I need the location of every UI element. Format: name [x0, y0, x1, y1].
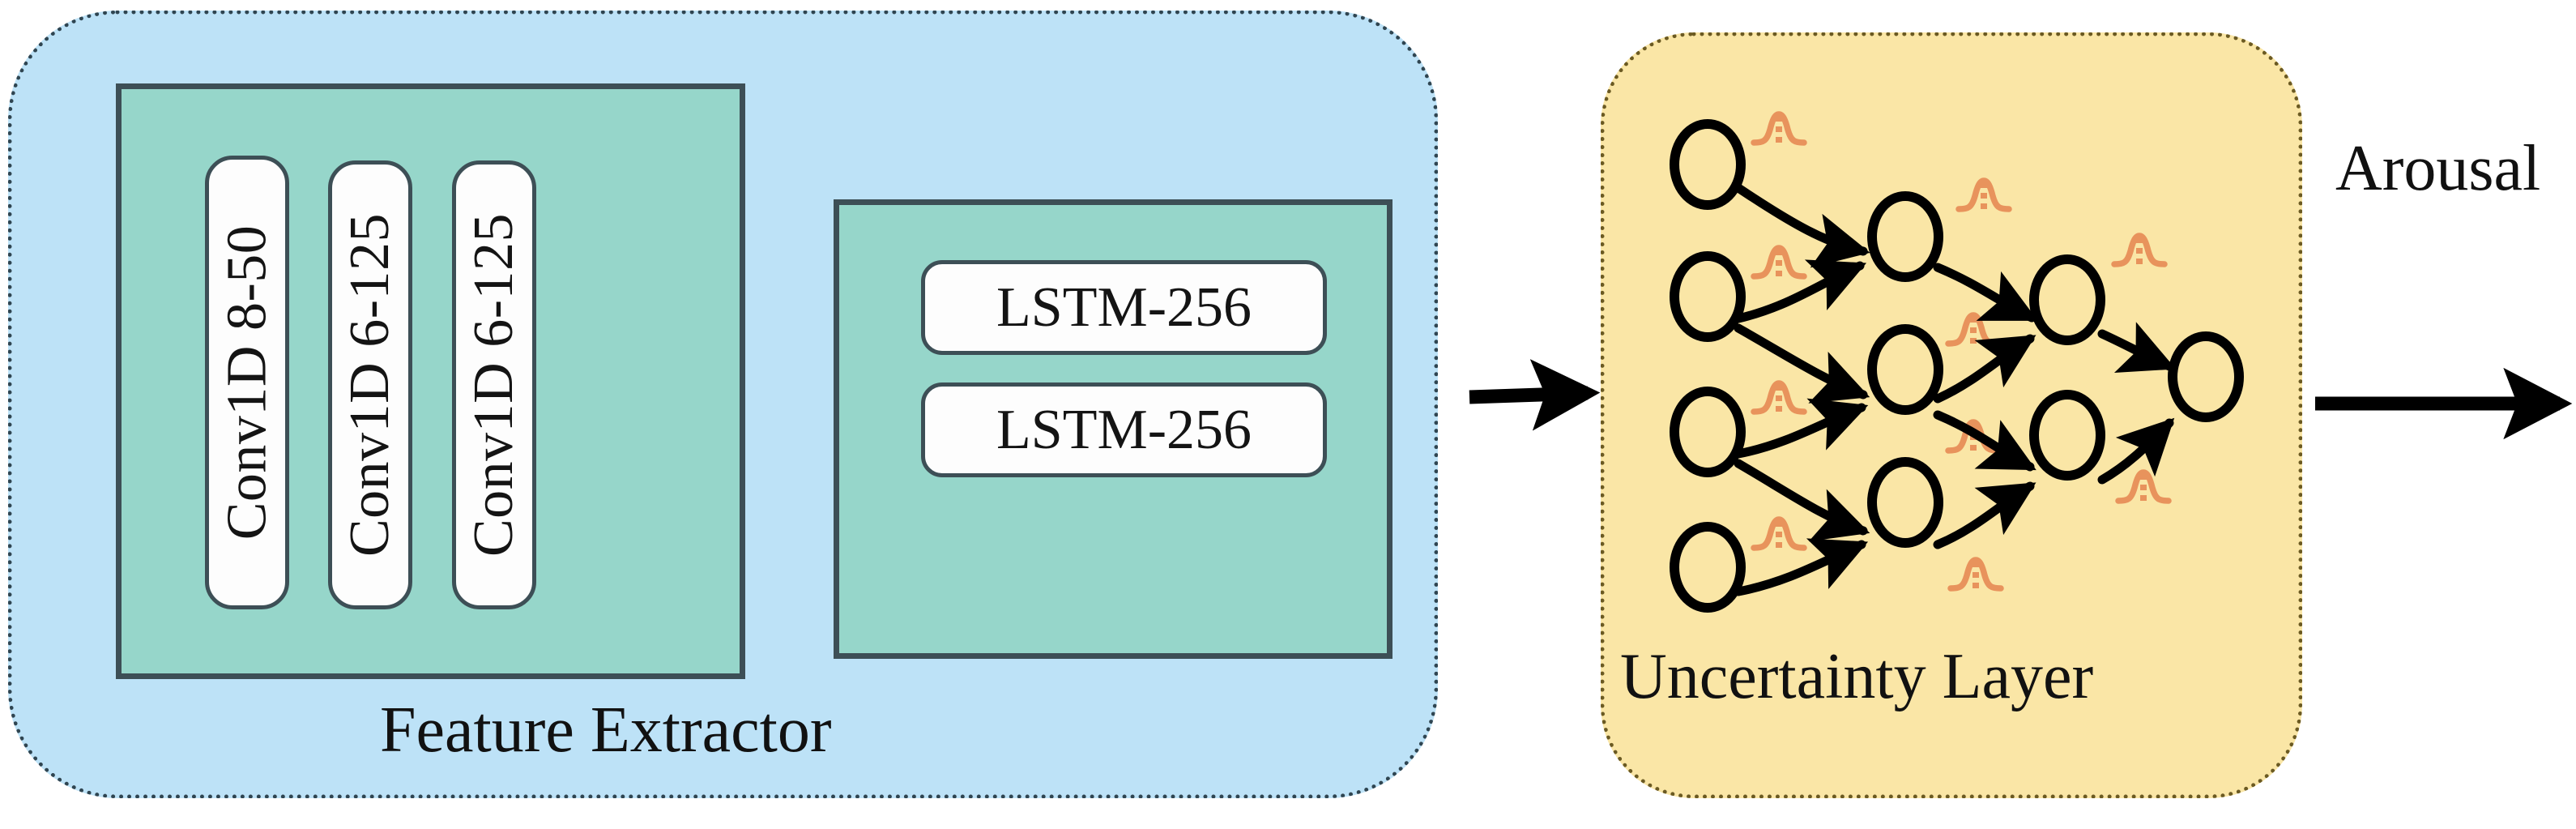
node-input-3 [1670, 387, 1746, 477]
lstm-chip-2[interactable]: LSTM-256 [921, 382, 1327, 477]
node-input-4 [1670, 522, 1746, 613]
gaussian-icon [1754, 248, 1804, 276]
network-edges [1734, 183, 2177, 596]
arousal-label: Arousal [2335, 133, 2541, 204]
node-output-1 [2168, 331, 2244, 422]
arrow-feature-to-uncertainty [1469, 359, 1601, 431]
network-nodes [1670, 119, 2244, 613]
feature-extractor-caption: Feature Extractor [380, 694, 832, 766]
gaussian-markers [1754, 114, 2169, 588]
gaussian-icon [1951, 560, 2001, 588]
node-input-1 [1670, 119, 1746, 210]
gaussian-icon [1754, 114, 1804, 143]
conv1d-chip-1[interactable]: Conv1D 8-50 [205, 156, 289, 609]
gaussian-icon [1948, 315, 1998, 344]
gaussian-icon [1754, 383, 1804, 412]
gaussian-icon [1754, 519, 1804, 548]
node-input-2 [1670, 251, 1746, 342]
node-hidden2-1 [2029, 254, 2105, 345]
uncertainty-layer-panel [1601, 32, 2302, 798]
gaussian-icon [2118, 472, 2169, 501]
node-hidden1-3 [1867, 457, 1943, 548]
node-hidden1-1 [1867, 191, 1943, 282]
uncertainty-layer-caption: Uncertainty Layer [1620, 641, 2094, 712]
gaussian-icon [2114, 236, 2164, 264]
node-hidden1-2 [1867, 324, 1943, 415]
conv1d-chip-3[interactable]: Conv1D 6-125 [452, 160, 536, 609]
gaussian-icon [1959, 181, 2009, 209]
node-hidden2-2 [2029, 390, 2105, 481]
conv1d-chip-2[interactable]: Conv1D 6-125 [328, 160, 412, 609]
lstm-chip-1[interactable]: LSTM-256 [921, 260, 1327, 355]
